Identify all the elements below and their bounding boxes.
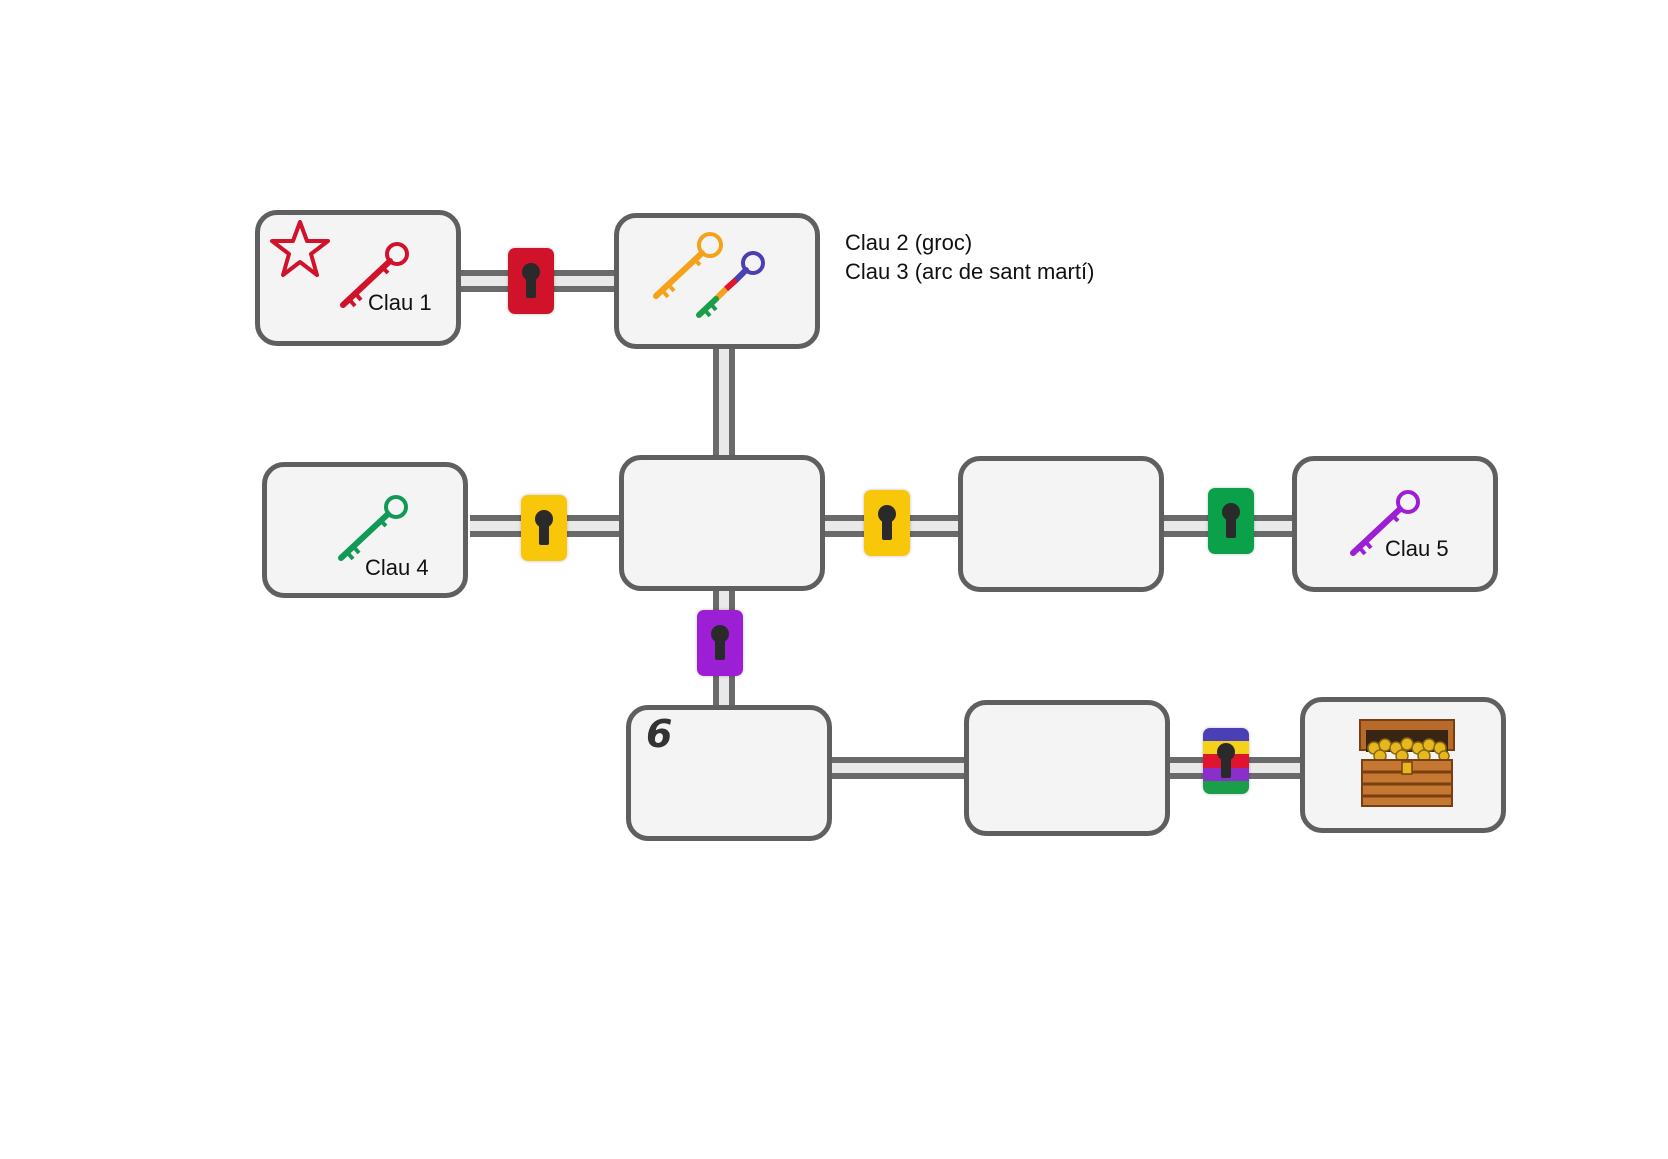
yellow-lock-east bbox=[864, 490, 910, 556]
key-4-label: Clau 4 bbox=[365, 555, 429, 580]
purple-lock bbox=[697, 610, 743, 676]
room-key-5 bbox=[1292, 456, 1498, 592]
rainbow-lock bbox=[1203, 728, 1249, 794]
keyhole-icon bbox=[711, 625, 729, 660]
rainbow-lock-band bbox=[1203, 728, 1249, 742]
keyhole-icon bbox=[522, 263, 540, 298]
room-empty-east bbox=[958, 456, 1164, 592]
rainbow-key-icon bbox=[696, 251, 765, 318]
star-icon bbox=[270, 220, 330, 277]
corridor-6-e2 bbox=[830, 757, 970, 779]
green-key-icon bbox=[338, 495, 408, 561]
yellow-key-icon bbox=[653, 232, 723, 299]
keyhole-icon bbox=[1222, 503, 1240, 538]
room-start bbox=[255, 210, 461, 346]
keyhole-icon bbox=[1217, 743, 1235, 778]
room-key-4 bbox=[262, 462, 468, 598]
red-lock bbox=[508, 248, 554, 314]
room-6 bbox=[626, 705, 832, 841]
key-5-label: Clau 5 bbox=[1385, 536, 1449, 561]
yellow-lock-west bbox=[521, 495, 567, 561]
keyhole-icon bbox=[535, 510, 553, 545]
room-center bbox=[619, 455, 825, 591]
key-3-label: Clau 3 (arc de sant martí) bbox=[845, 259, 1095, 284]
purple-key-icon bbox=[1350, 490, 1420, 556]
room-number: 6 bbox=[646, 712, 673, 756]
key-2-label: Clau 2 (groc) bbox=[845, 230, 973, 255]
green-lock bbox=[1208, 488, 1254, 554]
rainbow-lock-band bbox=[1203, 780, 1249, 794]
corridor-2-3 bbox=[713, 345, 735, 465]
key-1-label: Clau 1 bbox=[368, 290, 432, 315]
red-key-icon bbox=[340, 242, 409, 308]
room-empty-south bbox=[964, 700, 1170, 836]
treasure-chest-icon bbox=[1359, 719, 1455, 807]
keyhole-icon bbox=[878, 505, 896, 540]
